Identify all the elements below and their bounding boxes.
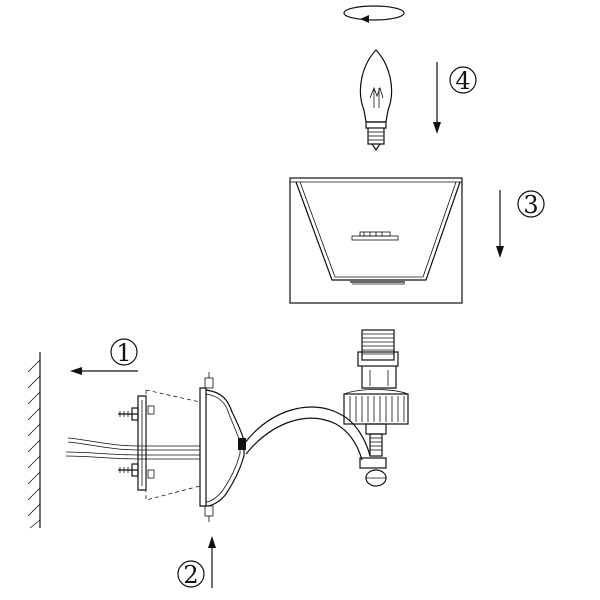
backplate-outline-dashed: [145, 389, 201, 501]
screw-top: [118, 407, 139, 421]
step-4-number: 4: [455, 67, 470, 95]
step-1-number: 1: [116, 339, 131, 367]
lamp-holder-assembly: [343, 329, 409, 487]
down-arrow-step-3: [496, 190, 504, 258]
step-4-marker: 4: [449, 66, 477, 95]
lamp-shade: [289, 177, 463, 304]
down-arrow-step-4: [433, 62, 441, 134]
up-arrow-step-2: [208, 536, 216, 588]
wall-hatch: [27, 352, 41, 529]
step-2-marker: 2: [177, 560, 205, 589]
step-3-marker: 3: [517, 190, 545, 219]
wires: [65, 437, 200, 460]
backplate: [199, 372, 246, 522]
shade-fitter-ring: [351, 231, 399, 241]
left-arrow-step-1: [70, 367, 138, 375]
curved-arm: [243, 406, 371, 461]
screw-bottom: [118, 463, 139, 477]
mounting-bracket: [118, 395, 155, 491]
rotate-arrow-icon: [343, 5, 405, 23]
step-2-number: 2: [183, 561, 198, 589]
shade-ring: [343, 389, 409, 425]
step-1-marker: 1: [110, 338, 138, 367]
step-3-number: 3: [523, 191, 538, 219]
candle-bulb: [359, 49, 393, 152]
